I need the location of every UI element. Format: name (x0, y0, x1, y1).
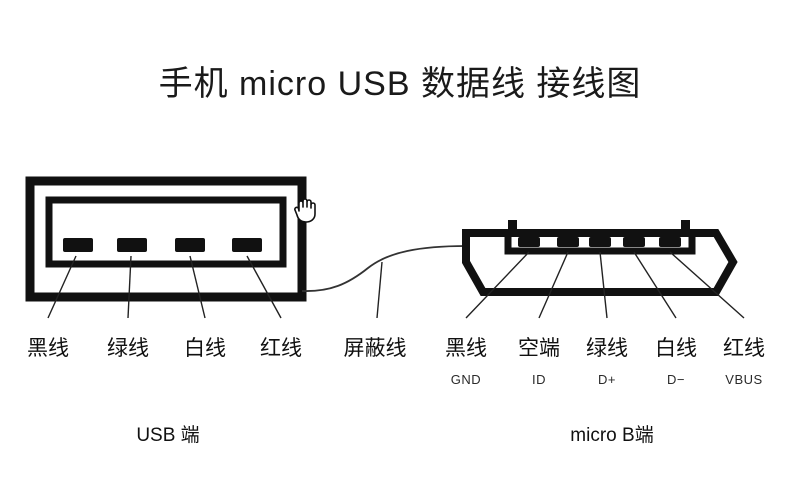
micro-b-pin-vbus: VBUS (725, 372, 763, 387)
micro-b-pin-dplus: D+ (598, 372, 616, 387)
micro-b-label-red: 红线 (723, 337, 765, 360)
micro-b-leader-4 (633, 251, 677, 319)
micro-b-label-unused: 空端 (518, 337, 560, 360)
usb-a-outer-shell (25, 176, 307, 302)
usb-a-leader-2 (127, 255, 132, 319)
micro-b-notch-tab-right (681, 220, 690, 231)
usb-a-contact-pads (63, 238, 262, 252)
micro-b-leader-2 (538, 251, 569, 319)
usb-a-leader-4 (246, 255, 282, 319)
usb-a-label-white: 白线 (184, 337, 226, 360)
usb-a-end-caption: USB 端 (136, 425, 200, 446)
usb-a-leader-3 (189, 255, 206, 319)
micro-b-pin-id: ID (532, 372, 546, 387)
usb-a-pad-1 (63, 238, 93, 252)
usb-a-pad-3 (175, 238, 205, 252)
micro-b-leader-5 (669, 251, 745, 319)
micro-b-connector (462, 220, 745, 319)
usb-a-leader-1 (47, 255, 77, 319)
usb-a-pad-4 (232, 238, 262, 252)
micro-b-label-black: 黑线 (445, 337, 487, 360)
cable-curve (301, 245, 467, 292)
micro-b-pin-gnd: GND (450, 372, 482, 387)
micro-b-notch-tab-left (508, 220, 517, 231)
micro-b-leader-3 (599, 251, 608, 319)
usb-a-leader-lines (47, 255, 282, 319)
micro-b-pad-5 (659, 237, 681, 247)
micro-b-end-caption: micro B端 (570, 425, 654, 446)
usb-a-inner-cavity (45, 196, 287, 268)
usb-a-label-green: 绿线 (107, 337, 149, 360)
cable-label-shield: 屏蔽线 (343, 337, 407, 360)
micro-b-label-green: 绿线 (586, 337, 628, 360)
micro-b-inner-rail (504, 231, 696, 255)
page-title: 手机 micro USB 数据线 接线图 (158, 65, 642, 103)
micro-b-pad-1 (518, 237, 540, 247)
micro-b-pad-3 (589, 237, 611, 247)
micro-b-contact-pads (518, 237, 681, 247)
usb-a-label-red: 红线 (260, 337, 302, 360)
grab-hand-cursor-icon (294, 198, 316, 223)
usb-a-connector (25, 176, 307, 319)
micro-b-outer-shell (462, 229, 738, 296)
micro-b-pin-dminus: D− (667, 372, 685, 387)
micro-b-leader-lines (465, 251, 745, 319)
usb-cable (301, 245, 467, 319)
micro-b-pad-2 (557, 237, 579, 247)
micro-b-pad-4 (623, 237, 645, 247)
shield-leader-line (376, 261, 383, 319)
micro-b-leader-1 (465, 251, 530, 319)
usb-a-pad-2 (117, 238, 147, 252)
micro-b-label-white: 白线 (655, 337, 697, 360)
usb-a-label-black: 黑线 (27, 337, 69, 360)
